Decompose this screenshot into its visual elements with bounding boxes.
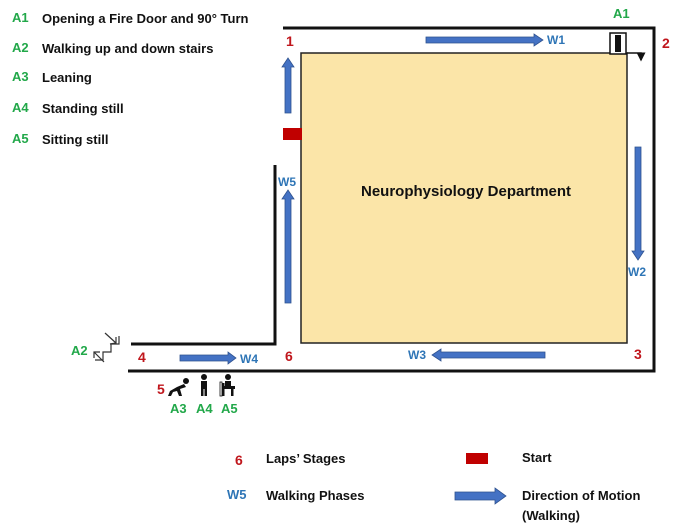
- stage-3: 3: [634, 346, 642, 362]
- standing-person-icon: [201, 374, 207, 396]
- stage-4: 4: [138, 349, 146, 365]
- phase-w5: W5: [278, 175, 296, 189]
- leaning-person-icon: [168, 378, 189, 396]
- department-room: [300, 52, 628, 344]
- phase-w3: W3: [408, 348, 426, 362]
- outer-wall-top-right: [128, 26, 656, 373]
- activity-code-a5: A5: [12, 131, 29, 146]
- activity-label-a4: Standing still: [42, 101, 124, 116]
- legend-laps-symbol: 6: [235, 452, 243, 468]
- activity-label-a2: Walking up and down stairs: [42, 41, 214, 56]
- arrow-w2: [631, 146, 645, 261]
- map-label-a4: A4: [196, 401, 213, 416]
- stage-1: 1: [286, 33, 294, 49]
- map-label-a2: A2: [71, 343, 88, 358]
- arrow-w4: [179, 351, 237, 365]
- legend-laps-label: Laps’ Stages: [266, 451, 346, 466]
- map-label-a1: A1: [613, 6, 630, 21]
- sitting-person-icon: [219, 374, 235, 397]
- arrow-w3: [431, 348, 546, 362]
- legend-walking-symbol: W5: [227, 487, 247, 502]
- activity-code-a2: A2: [12, 40, 29, 55]
- department-label: Neurophysiology Department: [361, 183, 572, 200]
- start-marker: [283, 128, 302, 140]
- legend-start-swatch: [466, 453, 488, 464]
- phase-w4: W4: [240, 352, 258, 366]
- legend-start-label: Start: [522, 450, 552, 465]
- legend-walking-label: Walking Phases: [266, 488, 365, 503]
- map-label-a3: A3: [170, 401, 187, 416]
- activity-label-a1: Opening a Fire Door and 90° Turn: [42, 11, 249, 26]
- legend-direction-label-2: (Walking): [522, 508, 581, 523]
- stage-2: 2: [662, 35, 670, 51]
- activity-code-a1: A1: [12, 10, 29, 25]
- phase-w2: W2: [628, 265, 646, 279]
- legend-direction-arrow: [454, 487, 507, 505]
- stage-5: 5: [157, 381, 165, 397]
- stairs-icon: [93, 332, 120, 363]
- activity-label-a5: Sitting still: [42, 132, 109, 147]
- activity-label-a3: Leaning: [42, 70, 92, 85]
- legend-direction-label-1: Direction of Motion: [522, 488, 641, 503]
- stage-6: 6: [285, 348, 293, 364]
- arrow-w5: [281, 189, 295, 304]
- arrow-w1: [425, 33, 544, 47]
- activity-code-a3: A3: [12, 69, 29, 84]
- fire-door-icon: [609, 32, 646, 62]
- arrow-start: [281, 57, 295, 114]
- phase-w1: W1: [547, 33, 565, 47]
- corridor-inner-wall: [131, 165, 277, 346]
- activity-code-a4: A4: [12, 100, 29, 115]
- map-label-a5: A5: [221, 401, 238, 416]
